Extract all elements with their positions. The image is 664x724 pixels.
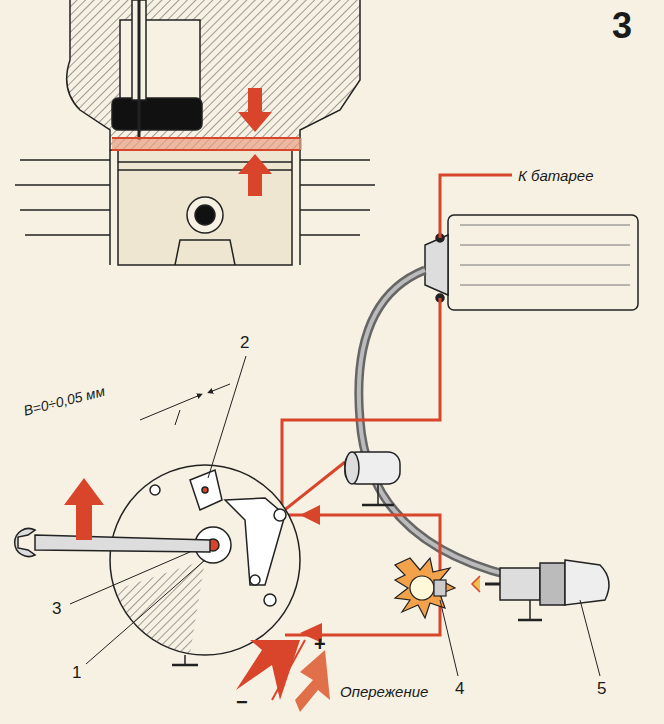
wire-note: К батарее [518,168,593,183]
turn-arrow [64,478,104,540]
minus-sign: − [236,692,248,712]
spark-plug [472,560,609,620]
gap-dimension-label: В=0÷0,05 мм [22,384,106,418]
compression-gap [112,88,302,196]
test-lamp [395,558,455,618]
callout-number: 5 [597,680,606,697]
figure-number: 3 [612,8,632,44]
ht-cable [359,270,560,585]
gap-dimension [140,384,230,425]
callout-number: 1 [72,664,81,681]
wrench [15,529,210,557]
callout-number: 4 [455,680,464,697]
cylinder-section [15,0,375,265]
plus-sign: + [314,634,326,654]
ignition-coil [425,215,638,310]
advance-label: Опережение [340,684,428,699]
leader-lines [70,356,600,676]
callout-number: 3 [52,600,61,617]
callout-number: 2 [240,334,249,351]
breaker-plate [110,465,300,665]
wiring [282,175,512,635]
capacitor [345,452,400,505]
